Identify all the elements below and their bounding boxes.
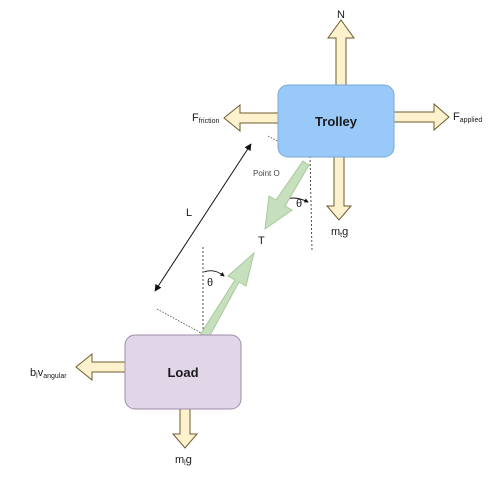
tension-arrow-on-trolley [264,160,310,231]
friction-force-label: Ffriction [192,112,219,125]
damping-force-arrow [75,352,126,382]
pivot-label: Point O [253,169,280,178]
load-box [124,334,242,410]
load-weight-label: mlg [175,454,192,467]
angle-arc-bottom [203,270,225,277]
length-dimension-line [154,143,252,292]
normal-force-arrow [327,19,355,86]
angle-label-top: θ [296,198,302,210]
trolley-box [277,84,395,158]
trolley-weight-label: mtg [331,226,348,239]
friction-force-arrow [223,103,279,133]
normal-force-label: N [337,9,345,21]
applied-force-arrow [392,102,450,132]
load-label: Load [167,365,198,380]
angle-label-bottom: θ [207,277,213,289]
trolley-vertical-reference [309,155,313,251]
trolley-weight-arrow [325,154,353,221]
load-rope-extension [156,308,204,335]
length-label: L [186,207,192,219]
damping-force-label: blvangular [30,367,67,380]
load-weight-arrow [171,408,199,449]
tension-label: T [258,235,265,247]
tension-arrow-on-load [199,251,255,340]
applied-force-label: Fapplied [453,111,482,124]
trolley-label: Trolley [315,114,358,129]
